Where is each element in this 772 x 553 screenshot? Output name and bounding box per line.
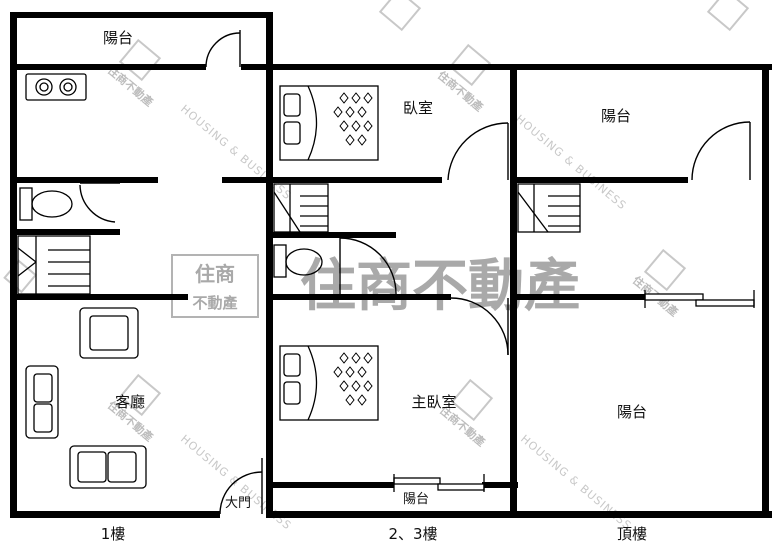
stairs-f1 <box>17 235 91 295</box>
wall-f1-bottom <box>10 511 220 518</box>
bed-patterns <box>333 92 373 406</box>
wall-f2-top <box>266 64 518 70</box>
door-f2-master <box>450 297 509 356</box>
wall-f2-bottom <box>266 511 518 518</box>
window-f2-balcony <box>393 474 485 492</box>
stairs-roof <box>517 183 581 233</box>
watermark-logo-line1: 住商 <box>195 262 235 286</box>
label-f2-master-bedroom: 主臥室 <box>411 393 456 411</box>
door-f1-toilet <box>79 182 120 223</box>
wall-f2-bedroom <box>266 177 442 183</box>
wall-roof-right <box>762 64 769 518</box>
label-roof-balcony-top: 陽台 <box>601 107 631 125</box>
stairs-f2 <box>273 183 329 233</box>
wall-f2-balcony-right <box>482 482 518 488</box>
wall-f1-kitchen-right <box>222 177 273 183</box>
door-f2-bedroom <box>447 122 509 181</box>
door-roof-balcony <box>691 121 751 181</box>
bed-icon-bedroom <box>279 85 379 161</box>
stairs <box>17 183 581 295</box>
floor-captions: 1樓 2、3樓 頂樓 <box>101 525 647 543</box>
wall-f2-balcony-left <box>266 482 394 488</box>
wall-roof-top <box>510 64 772 70</box>
bed-icon-master <box>279 345 379 421</box>
toilet-icon-f1 <box>19 187 73 221</box>
stove-icon <box>25 73 87 101</box>
sliding-windows <box>393 290 755 492</box>
sofa-bottom-icon <box>69 445 147 489</box>
wall-f1-toilet <box>10 229 120 235</box>
wall-f1-top <box>10 12 272 18</box>
wall-f2-toilet <box>266 232 396 238</box>
furniture <box>19 73 379 489</box>
room-labels: 陽台 客廳 大門 臥室 主臥室 陽台 陽台 陽台 <box>103 29 647 511</box>
sofa-left-icon <box>25 365 59 439</box>
door-f1-balcony <box>205 30 241 68</box>
watermark-badge-7: 住商不動產 <box>630 248 687 319</box>
wall-roof-upper <box>510 177 688 183</box>
caption-floor-1: 1樓 <box>101 525 126 543</box>
watermark-brand: 住商不動產 <box>300 254 580 319</box>
wall-f1-kitchen <box>10 177 158 183</box>
wall-f2-right <box>510 64 517 518</box>
watermark-layer: 住商 不動產 住商不動產 HOUSING & BUSINESS HOUSING … <box>3 0 750 533</box>
wall-f1-balcony <box>10 64 206 70</box>
label-roof-balcony-bottom: 陽台 <box>617 403 647 421</box>
wall-f2-master <box>266 294 451 300</box>
label-f1-living-room: 客廳 <box>115 393 145 411</box>
walls <box>10 12 772 518</box>
doors <box>79 30 751 515</box>
wall-f1-balcony-right <box>241 64 273 70</box>
watermark-logo: 住商 不動產 <box>171 254 259 318</box>
caption-floor-2-3: 2、3樓 <box>388 525 437 543</box>
watermark-badge-2: 住商不動產 <box>435 43 492 114</box>
door-f2-toilet <box>339 237 397 295</box>
watermark-logo-line2: 不動產 <box>192 294 237 312</box>
window-roof-mid <box>644 290 755 308</box>
wall-f1-left <box>10 12 17 518</box>
label-f1-main-door: 大門 <box>225 496 251 511</box>
watermark-badge-1: 住商不動產 <box>105 38 162 109</box>
caption-floor-roof: 頂樓 <box>617 525 647 543</box>
door-f1-main <box>219 458 263 515</box>
watermark-diagonal-1: HOUSING & BUSINESS <box>178 102 294 202</box>
watermark-diagonal-3: HOUSING & BUSINESS <box>513 112 629 212</box>
watermark-badge-3 <box>706 0 750 32</box>
label-f2-bedroom: 臥室 <box>403 99 433 117</box>
wall-roof-mid <box>510 294 645 300</box>
watermark-badge-4 <box>378 0 422 32</box>
label-f1-balcony: 陽台 <box>103 29 133 47</box>
watermark-badge-6: 住商不動產 <box>437 378 494 449</box>
label-f2-balcony: 陽台 <box>403 492 429 507</box>
armchair-icon <box>79 307 139 359</box>
toilet-icon-f2 <box>273 244 323 278</box>
wall-f1-living <box>10 294 188 300</box>
wall-roof-bottom <box>510 511 772 518</box>
wall-f1-right <box>266 12 273 518</box>
